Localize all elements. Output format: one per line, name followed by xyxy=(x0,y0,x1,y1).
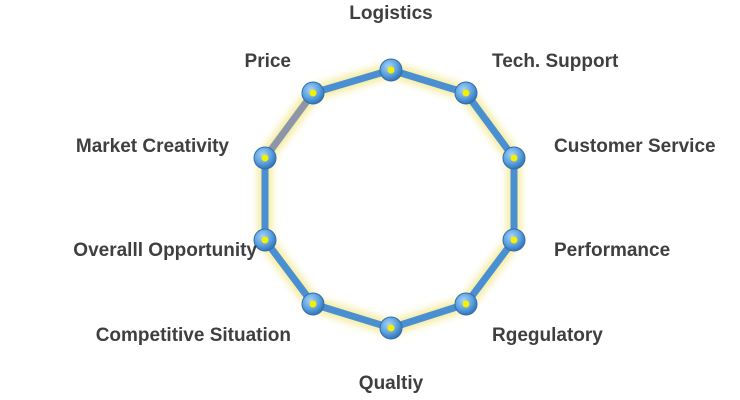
label-performance: Performance xyxy=(554,240,671,261)
ring-segment-market-creativity xyxy=(261,89,317,162)
node-competitive-situation xyxy=(301,292,325,316)
label-logistics: Logistics xyxy=(349,3,433,24)
ring-segment-competitive-situation xyxy=(261,236,317,308)
ring-segment-logistics xyxy=(387,66,470,97)
ring-segment-quality xyxy=(309,300,395,332)
node-overall-opportunity xyxy=(253,228,277,252)
label-market-creativity: Market Creativity xyxy=(75,136,229,157)
label-regulatory: Rgegulatory xyxy=(492,325,603,346)
ring-segment-tech-support xyxy=(462,89,518,162)
label-price: Price xyxy=(244,51,291,72)
ring-segments xyxy=(261,66,518,332)
node-tech-support xyxy=(454,81,478,105)
node-customer-service xyxy=(502,146,526,170)
node-quality xyxy=(379,316,403,340)
label-competitive-situation: Competitive Situation xyxy=(95,325,291,346)
label-tech-support: Tech. Support xyxy=(492,51,619,72)
node-price xyxy=(301,81,325,105)
label-overall-opportunity: Overalll Opportunity xyxy=(73,240,257,261)
ring-segment-price xyxy=(309,66,395,97)
node-logistics xyxy=(379,58,403,82)
node-performance xyxy=(502,228,526,252)
node-regulatory xyxy=(454,292,478,316)
node-market-creativity xyxy=(253,146,277,170)
label-quality: Qualtiy xyxy=(358,373,424,394)
label-customer-service: Customer Service xyxy=(554,136,716,157)
ring-nodes xyxy=(253,58,526,340)
ring-segment-performance xyxy=(462,236,518,308)
ring-segment-regulatory xyxy=(387,300,470,332)
